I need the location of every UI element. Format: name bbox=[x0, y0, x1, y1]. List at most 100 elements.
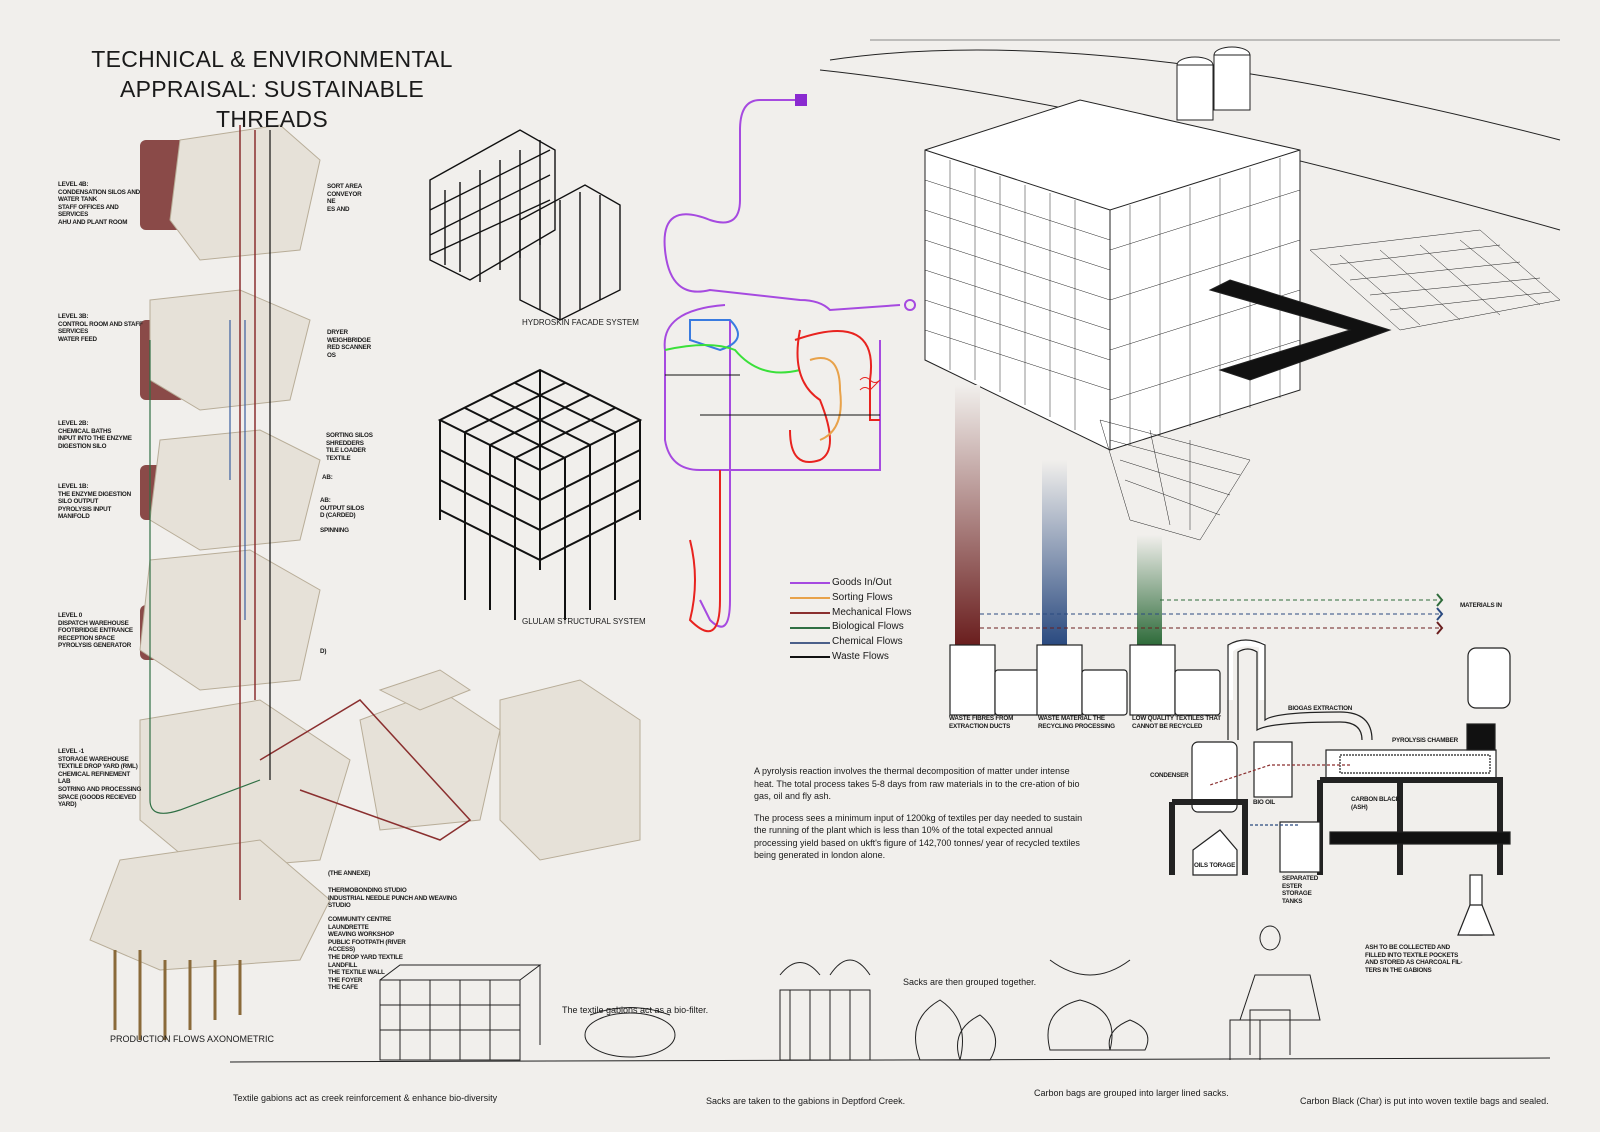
annexe-label-line: INDUSTRIAL NEEDLE PUNCH AND WEAVING bbox=[328, 894, 457, 902]
ester-line: TANKS bbox=[1282, 897, 1303, 905]
level-label-line: LEVEL -1 bbox=[58, 748, 84, 755]
area-label-line: SORTING SILOS bbox=[326, 432, 373, 439]
legend-label: Goods In/Out bbox=[832, 577, 892, 588]
area-label-line: WEIGHBRIDGE bbox=[327, 336, 371, 344]
annexe-label-line: WEAVING WORKSHOP bbox=[328, 931, 394, 939]
hydroskin-facade-drawing bbox=[429, 129, 621, 321]
level-label-line: WATER TANK bbox=[58, 196, 98, 204]
carbon-black-line: (ASH) bbox=[1351, 803, 1368, 811]
bin-label-line: LOW QUALITY TEXTILES THAT bbox=[1132, 715, 1221, 722]
level-label-line: SILO OUTPUT bbox=[58, 498, 99, 506]
level-label-line: LEVEL 3B: bbox=[58, 313, 89, 320]
legend-item: Mechanical Flows bbox=[790, 606, 911, 621]
glulam-structure-drawing bbox=[437, 368, 643, 620]
title-line-1: TECHNICAL & ENVIRONMENTAL bbox=[91, 46, 453, 72]
annexe-label-line: ACCESS) bbox=[328, 946, 355, 954]
area-label-line: AB: bbox=[320, 497, 331, 504]
level-label-line: RECEPTION SPACE bbox=[58, 634, 115, 642]
caption-sacks-grouped: Sacks are then grouped together. bbox=[903, 977, 1037, 987]
label-materials-in: MATERIALS IN bbox=[1460, 602, 1502, 609]
area-label-line: RED SCANNER bbox=[327, 344, 371, 352]
annexe-label-line: LAUNDRETTE bbox=[328, 923, 369, 931]
chute-red bbox=[955, 385, 980, 645]
level-label-line: SERVICES bbox=[58, 211, 89, 219]
level-label-line: SERVICES bbox=[58, 328, 89, 336]
level-label-line: CHEMICAL REFINEMENT bbox=[58, 770, 130, 778]
level-label-line: LAB bbox=[58, 778, 71, 786]
legend-label: Sorting Flows bbox=[832, 591, 893, 603]
area-label-line: OS bbox=[327, 351, 336, 359]
area-label-line: TEXTILE bbox=[326, 454, 351, 462]
factory-axonometric bbox=[819, 39, 1561, 541]
area-label-line: D (CARDED) bbox=[320, 512, 356, 520]
bin-label-line: WASTE MATERIAL THE bbox=[1038, 715, 1105, 722]
level-label-line: STORAGE WAREHOUSE bbox=[58, 755, 129, 763]
legend-item: Waste Flows bbox=[790, 650, 911, 665]
chute-blue bbox=[1042, 460, 1067, 645]
area-label-line: TILE LOADER bbox=[326, 447, 366, 455]
caption-sacks-taken: Sacks are taken to the gabions in Deptfo… bbox=[706, 1096, 906, 1106]
annexe-label-line: THE CAFE bbox=[328, 984, 358, 992]
pyrolysis-plant bbox=[1169, 639, 1511, 936]
caption-biofilter: The textile gabions act as a bio-filter. bbox=[562, 1005, 709, 1015]
annexe-label-line: LANDFILL bbox=[328, 961, 358, 969]
area-label-line bbox=[320, 520, 364, 527]
caption-gabion-creek: Textile gabions act as creek reinforceme… bbox=[233, 1093, 498, 1103]
area-label-line: SORT AREA bbox=[327, 183, 363, 190]
annexe-label-line: COMMUNITY CENTRE bbox=[328, 916, 392, 923]
axonometric-caption: PRODUCTION FLOWS AXONOMETRIC bbox=[110, 1034, 275, 1044]
bin-label-line: CANNOT BE RECYCLED bbox=[1132, 722, 1203, 730]
ash-line: TERS IN THE GABIONS bbox=[1365, 966, 1432, 974]
legend-swatch bbox=[790, 626, 830, 629]
legend-swatch bbox=[790, 641, 830, 644]
level-label-line: PYROLYSIS INPUT bbox=[58, 505, 112, 513]
label-condenser: CONDENSER bbox=[1150, 772, 1189, 779]
paragraph: A pyrolysis reaction involves the therma… bbox=[754, 766, 1080, 801]
material-in-arrows bbox=[980, 599, 1440, 629]
bin-label-line: WASTE FIBRES FROM bbox=[949, 715, 1014, 722]
area-label-line: AB: bbox=[322, 474, 333, 481]
annexe-label-line: THERMOBONDING STUDIO bbox=[328, 887, 407, 894]
ash-line: ASH TO BE COLLECTED AND bbox=[1365, 944, 1450, 951]
production-axonometric bbox=[89, 124, 641, 1040]
caption-carbon-black: Carbon Black (Char) is put into woven te… bbox=[1300, 1096, 1549, 1106]
area-label: AB: bbox=[322, 474, 333, 482]
level-label-line: DISPATCH WAREHOUSE bbox=[58, 619, 129, 627]
annexe-label-line: THE FOYER bbox=[328, 976, 363, 984]
level-label-line: LEVEL 1B: bbox=[58, 483, 89, 490]
annexe-label-line: PUBLIC FOOTPATH (RIVER bbox=[328, 938, 406, 946]
area-label-line: D) bbox=[320, 648, 327, 655]
annexe-label-line: THE DROP YARD TEXTILE bbox=[328, 953, 403, 961]
level-label-line: SPACE (GOODS RECIEVED bbox=[58, 793, 137, 801]
label-carbon-black: CARBON BLACK(ASH) bbox=[1351, 796, 1400, 811]
area-label-line: SHREDDERS bbox=[326, 439, 364, 447]
level-label-line: LEVEL 4B: bbox=[58, 181, 89, 188]
level-label-line: WATER FEED bbox=[58, 335, 97, 343]
level-label-line: CONTROL ROOM AND STAFF bbox=[58, 320, 143, 328]
annexe-label-line: (THE ANNEXE) bbox=[328, 870, 371, 877]
ash-line: AND STORED AS CHARCOAL FIL- bbox=[1365, 959, 1463, 967]
structure-caption: GLULAM STRUCTURAL SYSTEM bbox=[522, 617, 646, 626]
paragraph: The process sees a minimum input of 1200… bbox=[754, 812, 1083, 861]
level-label-line: LEVEL 0 bbox=[58, 612, 83, 619]
legend-item: Sorting Flows bbox=[790, 591, 911, 606]
level-label-line: CONDENSATION SILOS AND bbox=[58, 188, 141, 196]
level-label-line: PYROLYSIS GENERATOR bbox=[58, 642, 132, 650]
facade-caption: HYDROSKIN FACADE SYSTEM bbox=[522, 318, 639, 327]
annexe-label: (THE ANNEXE) bbox=[328, 870, 370, 878]
label-pyrolysis-chamber: PYROLYSIS CHAMBER bbox=[1392, 737, 1458, 744]
legend-swatch bbox=[790, 582, 830, 585]
title-line-2: APPRAISAL: SUSTAINABLE THREADS bbox=[119, 76, 424, 132]
level-label-line: LEVEL 2B: bbox=[58, 420, 89, 427]
area-label-line: OUTPUT SILOS bbox=[320, 504, 365, 512]
area-label-line: SPINNING bbox=[320, 526, 349, 534]
bottom-sketches bbox=[229, 925, 1551, 1063]
